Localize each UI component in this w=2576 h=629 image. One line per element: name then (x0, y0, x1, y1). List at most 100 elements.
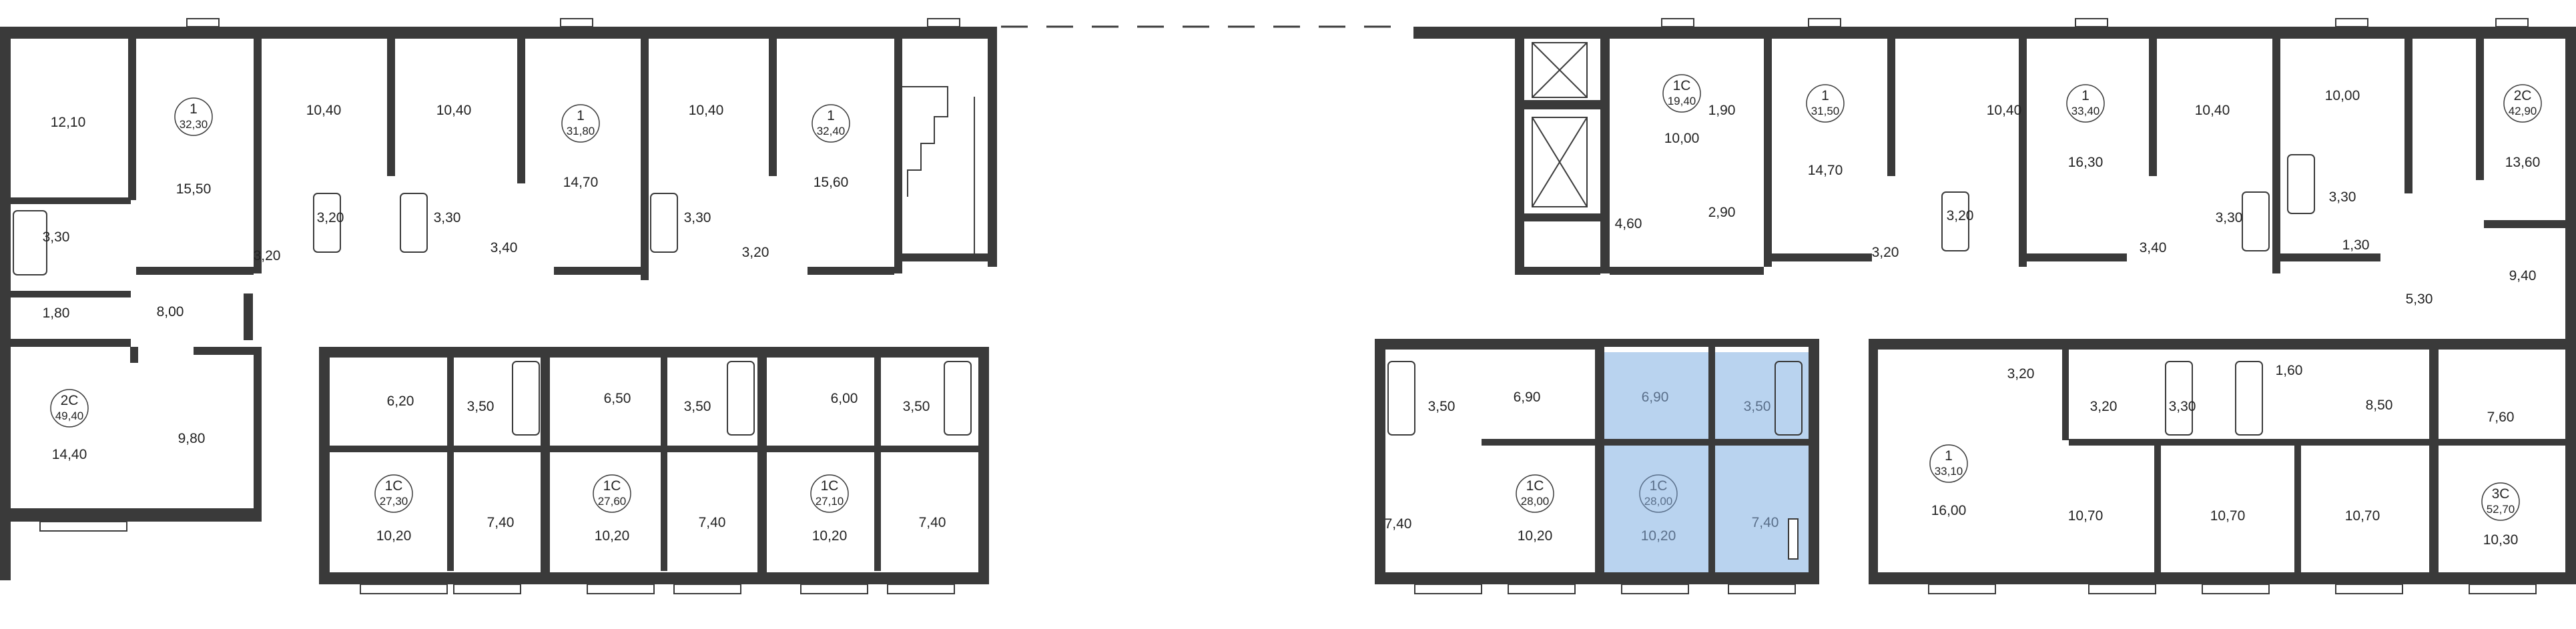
room-area: 3,40 (491, 240, 518, 255)
room-labels: 12,10 15,50 10,40 3,20 3,20 3,30 10,40 1… (43, 88, 2541, 548)
room-area: 10,00 (1664, 131, 1700, 146)
apartment-badge[interactable] (1639, 474, 1678, 513)
apartment-type: 1 (1821, 88, 1829, 103)
room-area: 13,60 (2505, 155, 2541, 170)
apartment-type: 1С (1673, 78, 1691, 93)
apartment-total: 28,00 (1644, 495, 1673, 508)
apartment-type: 1 (2081, 88, 2089, 103)
apartment-total: 33,10 (1935, 465, 1963, 478)
bath-fixtures (13, 154, 2315, 436)
room-area: 6,90 (1642, 390, 1669, 405)
apartment-total: 32,40 (817, 125, 846, 137)
walls-left-block (0, 27, 997, 584)
room-area: 7,60 (2487, 410, 2515, 425)
room-area: 7,40 (1385, 516, 1412, 532)
apartment-badge[interactable] (1806, 84, 1845, 123)
room-area: 7,40 (487, 515, 515, 530)
apartment-type: 1С (385, 478, 403, 494)
room-area: 3,30 (43, 229, 70, 245)
room-area: 7,40 (699, 515, 726, 530)
elevator-shafts (1532, 42, 1588, 207)
room-area: 10,20 (812, 528, 848, 544)
room-area: 5,30 (2406, 291, 2433, 307)
apartment-badge[interactable] (1662, 74, 1701, 113)
apartment-badge[interactable] (561, 104, 600, 143)
room-area: 12,10 (51, 115, 86, 130)
apartment-badge[interactable] (593, 474, 631, 513)
apartment-type: 1 (827, 108, 835, 123)
room-area: 3,20 (1872, 245, 1899, 260)
apartment-badge[interactable] (812, 104, 850, 143)
room-area: 6,50 (604, 391, 631, 406)
apartment-badge-text: 1 32,30 1 31,80 1 32,40 2С 49,40 1С 27,3… (55, 78, 2537, 516)
room-area: 10,40 (689, 103, 724, 118)
apartment-type: 3С (2492, 486, 2510, 502)
room-area: 3,30 (2169, 399, 2196, 414)
room-area: 10,70 (2210, 508, 2246, 524)
room-area: 14,70 (1808, 163, 1843, 178)
room-area: 3,50 (1744, 399, 1771, 414)
apartment-total: 31,50 (1811, 105, 1840, 117)
room-area: 10,20 (1518, 528, 1553, 544)
highlighted-apartment[interactable]: 6,90 3,50 10,20 7,40 (1641, 390, 1779, 544)
apartment-total: 49,40 (55, 410, 84, 422)
apartment-badge[interactable] (2481, 482, 2520, 521)
room-area: 3,20 (742, 245, 769, 260)
room-area: 15,50 (176, 181, 212, 197)
apartment-total: 27,10 (816, 495, 844, 508)
room-area: 10,00 (2325, 88, 2360, 103)
stair-symbol (901, 86, 975, 253)
apartment-badge[interactable] (810, 474, 849, 513)
apartment-badge[interactable] (1516, 474, 1554, 513)
apartment-total: 32,30 (180, 118, 208, 131)
room-area: 3,50 (684, 399, 711, 414)
room-area: 3,20 (2090, 399, 2118, 414)
room-area: 1,90 (1708, 103, 1736, 118)
apartment-badge[interactable] (1929, 444, 1968, 483)
apartment-total: 27,30 (380, 495, 408, 508)
room-area: 15,60 (814, 175, 849, 190)
apartment-total: 31,80 (567, 125, 595, 137)
room-area: 6,90 (1514, 390, 1541, 405)
room-area: 10,70 (2068, 508, 2104, 524)
walls-right-block (1375, 27, 2576, 584)
room-area: 14,70 (563, 175, 599, 190)
room-area: 3,30 (2329, 189, 2356, 205)
room-area: 3,30 (2216, 210, 2243, 225)
room-area: 8,00 (157, 304, 184, 320)
room-area: 3,30 (434, 210, 461, 225)
room-area: 10,40 (436, 103, 472, 118)
room-area: 10,40 (1987, 103, 2022, 118)
apartment-type: 1С (1650, 478, 1668, 494)
apartment-type: 1 (577, 108, 585, 123)
apartment-total: 52,70 (2487, 503, 2515, 516)
room-area: 1,60 (2276, 363, 2303, 378)
room-area: 7,40 (919, 515, 946, 530)
apartment-type: 1 (190, 101, 198, 117)
room-area: 10,40 (2195, 103, 2230, 118)
apartment-type: 1С (1526, 478, 1544, 494)
apartment-badge[interactable] (174, 97, 213, 136)
apartment-badge[interactable] (2503, 84, 2542, 123)
apartment-badge[interactable] (50, 389, 89, 428)
room-area: 3,50 (903, 399, 930, 414)
apartment-total: 28,00 (1521, 495, 1550, 508)
room-area: 9,40 (2509, 268, 2537, 283)
room-area: 3,50 (1428, 399, 1456, 414)
room-area: 3,20 (317, 210, 344, 225)
room-area: 4,60 (1615, 216, 1642, 231)
apartment-type: 1С (603, 478, 621, 494)
room-area: 1,30 (2342, 237, 2370, 253)
apartment-badges (50, 74, 2542, 521)
room-area: 3,20 (1947, 208, 1974, 223)
room-area: 3,20 (2007, 366, 2035, 382)
apartment-badge[interactable] (374, 474, 413, 513)
room-area: 1,80 (43, 305, 70, 321)
apartment-badge[interactable] (2066, 84, 2105, 123)
room-area: 10,20 (595, 528, 630, 544)
room-area: 6,00 (831, 391, 858, 406)
room-area: 16,00 (1931, 503, 1967, 518)
room-area: 10,40 (306, 103, 342, 118)
room-area: 3,20 (254, 248, 281, 263)
